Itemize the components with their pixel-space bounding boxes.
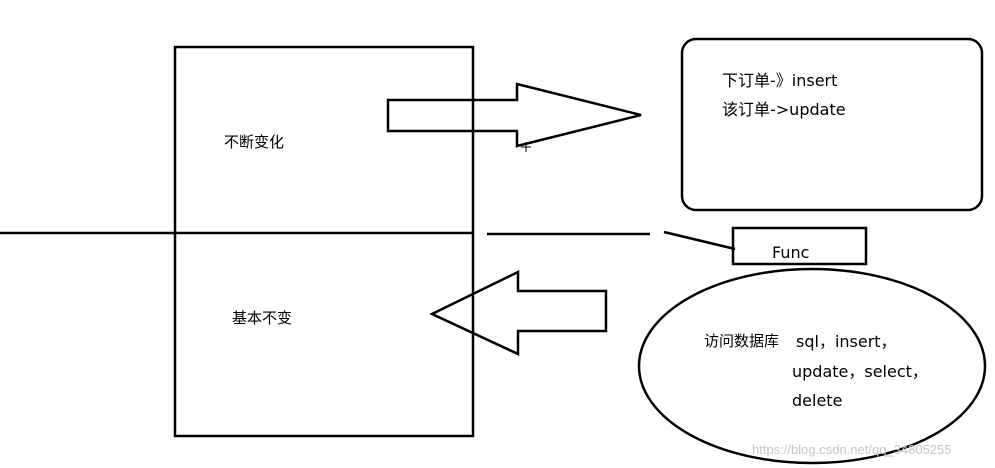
func-connector-line: [663, 230, 736, 251]
cursor-mark: [521, 142, 531, 152]
watermark-url: https://blog.csdn.net/qq_34805255: [752, 442, 952, 457]
db-access-title: 访问数据库: [704, 332, 780, 350]
db-ellipse: [637, 267, 987, 465]
db-ops-line-2: update，select，: [792, 362, 928, 381]
order-box: [680, 37, 984, 212]
changing-part-label: 不断变化: [224, 133, 285, 151]
order-insert-text: 下订单-》insert: [722, 71, 838, 90]
db-ops-line-1: sql，insert，: [796, 332, 897, 351]
db-ops-line-3: delete: [792, 391, 843, 410]
left-box: [173, 45, 475, 438]
func-box: [731, 226, 868, 266]
func-label: Func: [772, 243, 810, 262]
right-arrow: [386, 82, 642, 148]
order-update-text: 该订单->update: [722, 100, 846, 119]
stable-part-label: 基本不变: [232, 309, 293, 327]
left-arrow: [429, 269, 608, 356]
